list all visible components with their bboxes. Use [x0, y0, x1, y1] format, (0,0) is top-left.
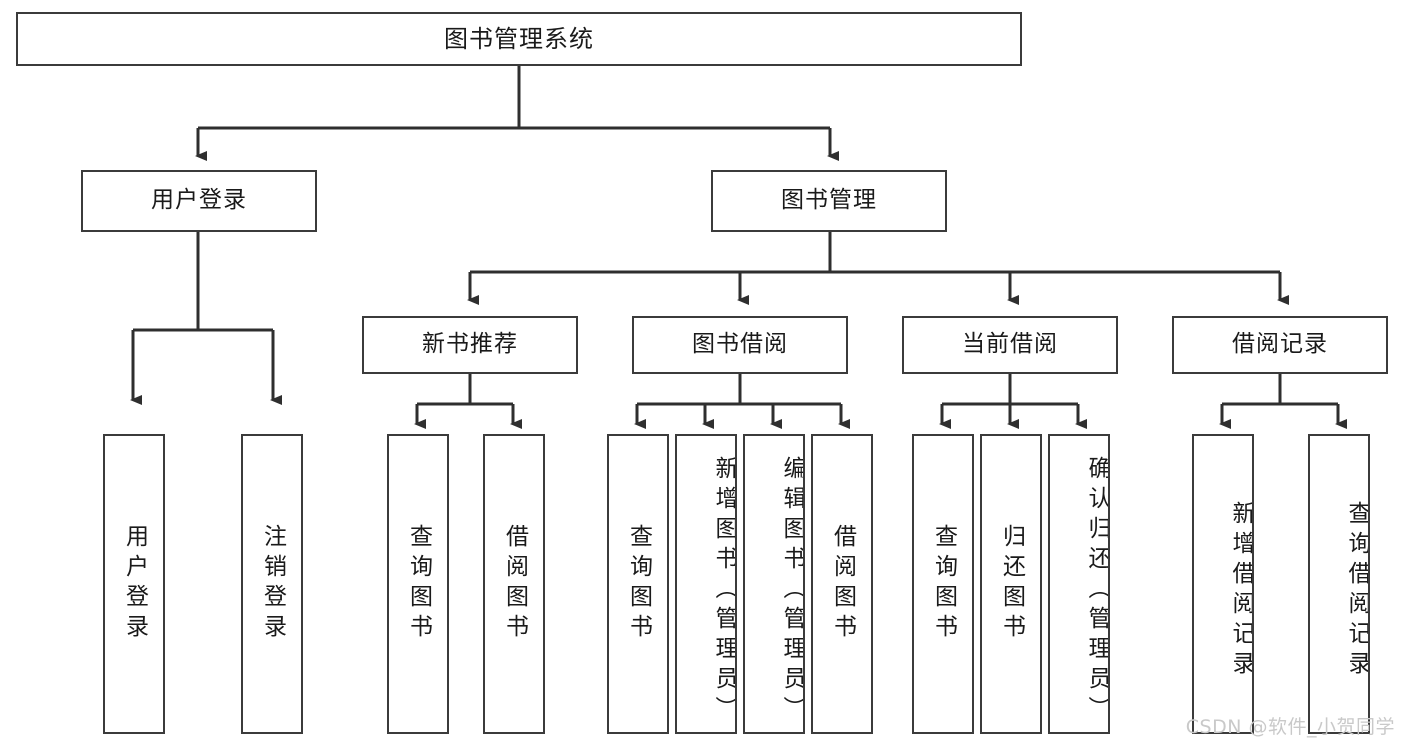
leaf-add-book[interactable]: 新增图书（管理员） [675, 434, 737, 734]
leaf-return-book[interactable]: 归还图书 [980, 434, 1042, 734]
node-label: 借阅记录 [1232, 331, 1328, 358]
node-user-login[interactable]: 用户登录 [81, 170, 317, 232]
csdn-watermark: CSDN @软件_小贺同学 [1185, 716, 1395, 738]
leaf-borrow-book-recommend[interactable]: 借阅图书 [483, 434, 545, 734]
node-label: 新增借阅记录 [1228, 501, 1254, 681]
node-label: 图书管理系统 [444, 24, 594, 53]
node-label: 编辑图书（管理员） [779, 456, 805, 726]
node-book-management[interactable]: 图书管理 [711, 170, 947, 232]
node-label: 图书借阅 [692, 331, 788, 358]
leaf-borrow-book[interactable]: 借阅图书 [811, 434, 873, 734]
node-label: 查询借阅记录 [1344, 501, 1370, 681]
leaf-confirm-return[interactable]: 确认归还（管理员） [1048, 434, 1110, 734]
leaf-query-book-borrow[interactable]: 查询图书 [607, 434, 669, 734]
node-label: 用户登录 [151, 187, 247, 214]
leaf-add-borrow-record[interactable]: 新增借阅记录 [1192, 434, 1254, 734]
node-root-system[interactable]: 图书管理系统 [16, 12, 1022, 66]
node-label: 图书管理 [781, 187, 877, 214]
node-borrow-record[interactable]: 借阅记录 [1172, 316, 1388, 374]
node-label: 查询图书 [930, 524, 957, 644]
leaf-user-login[interactable]: 用户登录 [103, 434, 165, 734]
node-label: 注销登录 [259, 524, 286, 644]
node-label: 借阅图书 [501, 524, 528, 644]
node-label: 查询图书 [625, 524, 652, 644]
leaf-query-book-recommend[interactable]: 查询图书 [387, 434, 449, 734]
node-label: 新增图书（管理员） [711, 456, 737, 726]
node-label: 用户登录 [121, 524, 148, 644]
node-current-borrow[interactable]: 当前借阅 [902, 316, 1118, 374]
node-label: 当前借阅 [962, 331, 1058, 358]
leaf-logout-login[interactable]: 注销登录 [241, 434, 303, 734]
node-new-book-recommend[interactable]: 新书推荐 [362, 316, 578, 374]
leaf-edit-book[interactable]: 编辑图书（管理员） [743, 434, 805, 734]
node-label: 归还图书 [998, 524, 1025, 644]
node-label: 新书推荐 [422, 331, 518, 358]
node-book-borrow[interactable]: 图书借阅 [632, 316, 848, 374]
node-label: 借阅图书 [829, 524, 856, 644]
leaf-query-borrow-record[interactable]: 查询借阅记录 [1308, 434, 1370, 734]
leaf-query-book-current[interactable]: 查询图书 [912, 434, 974, 734]
node-label: 查询图书 [405, 524, 432, 644]
node-label: 确认归还（管理员） [1084, 456, 1110, 726]
